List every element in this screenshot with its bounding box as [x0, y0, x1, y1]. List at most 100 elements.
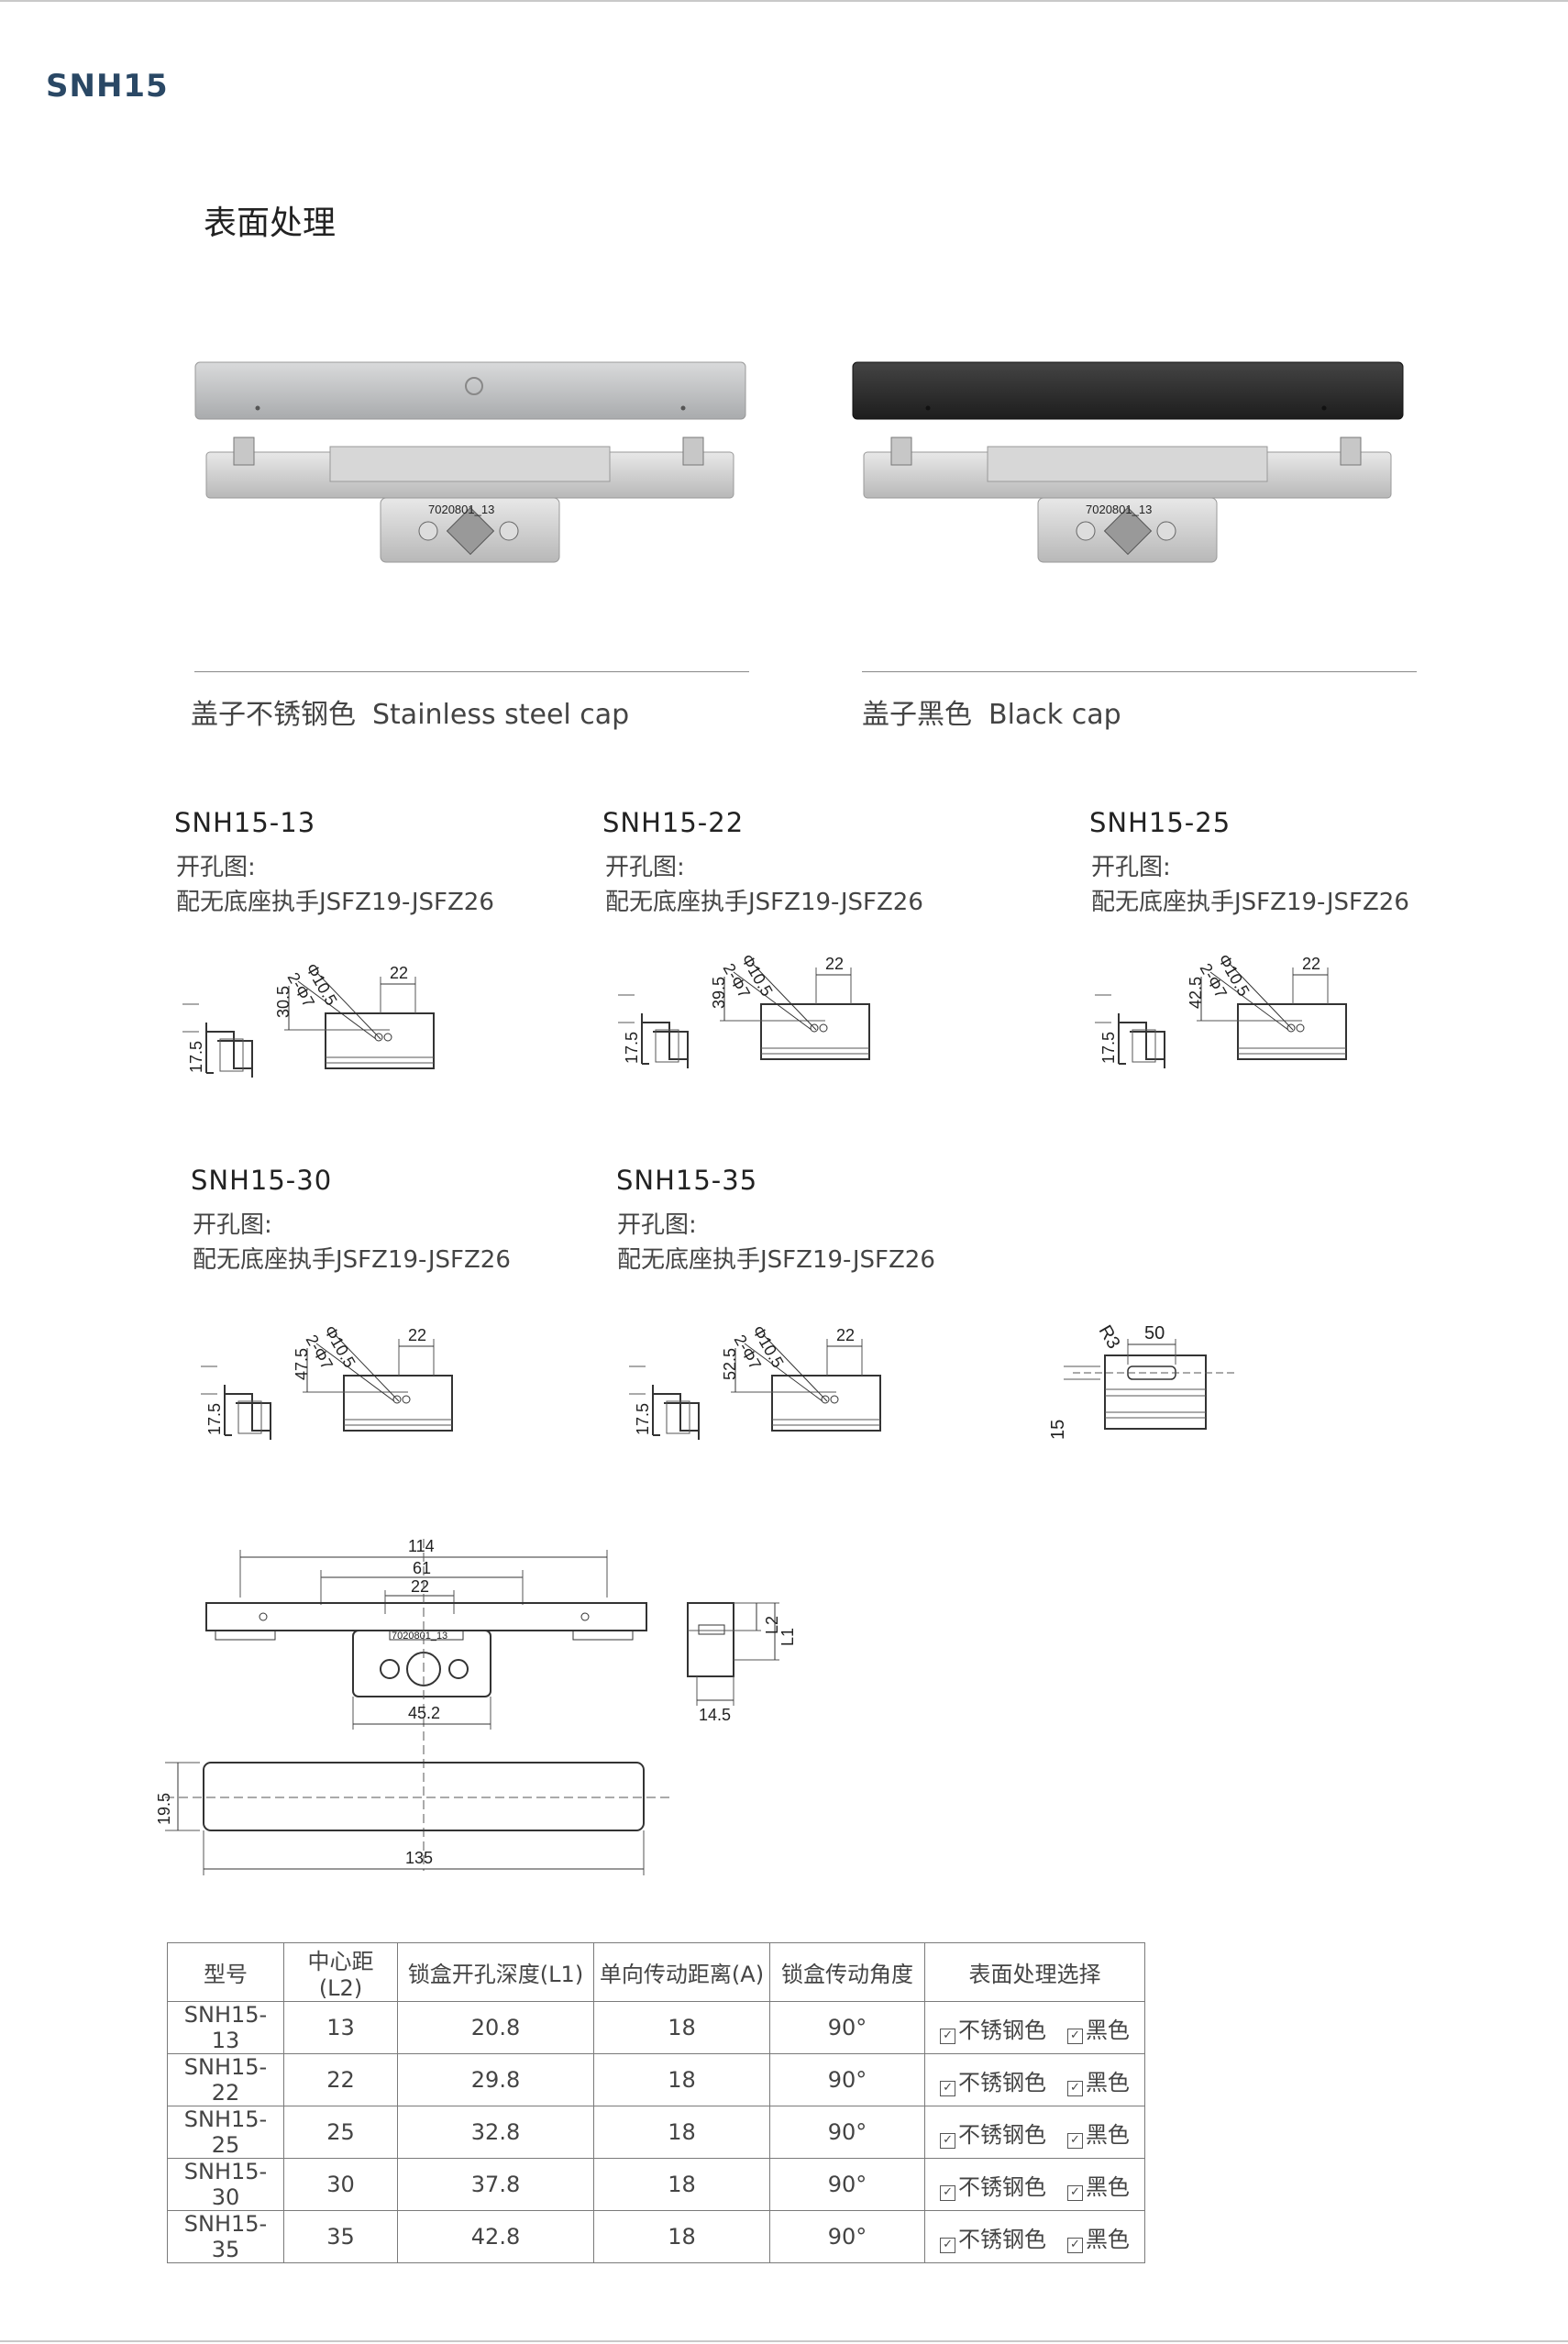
groove-drawing: 50 R3 15 [1048, 1322, 1238, 1440]
cell-model: SNH15-30 [167, 2158, 284, 2211]
cell-a: 18 [593, 2106, 770, 2159]
hole-drawing: 17.5 52.5 Φ10.5 2-Φ7 22 [629, 1322, 881, 1440]
col-header: 锁盒开孔深度(L1) [397, 1942, 594, 2002]
option-label: 不锈钢色 [958, 2069, 1047, 2095]
caption-en: Stainless steel cap [372, 699, 630, 731]
model-note: 开孔图:配无底座执手JSFZ19-JSFZ26 [176, 854, 494, 916]
cap-stainless [194, 361, 746, 420]
dim-b: 39.5 [710, 977, 728, 1009]
table-row: SNH15-25 25 32.8 18 90° ✓不锈钢色 ✓黑色 [167, 2106, 1145, 2159]
cell-model: SNH15-13 [167, 2001, 284, 2054]
model-title: SNH15-30 [191, 1165, 333, 1196]
dim-a: 17.5 [623, 1032, 641, 1064]
groove-w: 50 [1144, 1323, 1165, 1343]
col-header: 锁盒传动角度 [769, 1942, 925, 2002]
stamp-text: 7020801_13 [428, 503, 494, 516]
model-note: 开孔图:配无底座执手JSFZ19-JSFZ26 [1091, 854, 1409, 916]
dim-l2: L2 [763, 1616, 781, 1634]
dim-19: 19.5 [155, 1793, 173, 1825]
dim-a: 17.5 [205, 1403, 224, 1435]
table-row: SNH15-22 22 29.8 18 90° ✓不锈钢色 ✓黑色 [167, 2053, 1145, 2106]
checkbox-icon[interactable]: ✓ [1066, 2184, 1083, 2201]
caption-stainless: 盖子不锈钢色 Stainless steel cap [191, 691, 629, 732]
cell-a: 18 [593, 2210, 770, 2263]
caption-cn: 盖子不锈钢色 [191, 699, 356, 731]
cell-l2: 25 [283, 2106, 398, 2159]
brand-title: SNH15 [46, 68, 169, 105]
checkbox-icon[interactable]: ✓ [1066, 2132, 1083, 2149]
checkbox-icon[interactable]: ✓ [940, 2028, 956, 2044]
caption-cn: 盖子黑色 [862, 699, 972, 731]
dim-b: 47.5 [293, 1348, 311, 1380]
checkbox-icon[interactable]: ✓ [940, 2080, 956, 2096]
drawing-stamp: 7020801_13 [392, 1631, 447, 1642]
dim-w: 22 [408, 1326, 426, 1344]
model-note: 开孔图:配无底座执手JSFZ19-JSFZ26 [193, 1211, 511, 1274]
model-note: 开孔图:配无底座执手JSFZ19-JSFZ26 [605, 854, 923, 916]
option-label: 不锈钢色 [958, 2173, 1047, 2200]
dim-135: 135 [405, 1849, 433, 1867]
dim-w: 22 [836, 1326, 855, 1344]
option-label: 黑色 [1085, 2017, 1130, 2043]
hole-drawing: 17.5 30.5 Φ10.5 2-Φ7 22 [182, 960, 435, 1078]
table-header-row: 型号 中心距(L2) 锁盒开孔深度(L1) 单向传动距离(A) 锁盒传动角度 表… [167, 1942, 1145, 2002]
dim-14: 14.5 [699, 1706, 731, 1724]
dim-22: 22 [411, 1577, 429, 1596]
product-photo-stainless: 7020801_13 [194, 361, 746, 563]
option-label: 不锈钢色 [958, 2226, 1047, 2252]
groove-r: R3 [1095, 1322, 1124, 1353]
cell-options: ✓不锈钢色 ✓黑色 [924, 2158, 1145, 2211]
cell-l2: 30 [283, 2158, 398, 2211]
main-assembly-drawing: 114 61 22 7020801_13 45.2 L2 L1 14.5 19.… [155, 1537, 797, 1875]
cell-l1: 29.8 [397, 2053, 594, 2106]
option-label: 黑色 [1085, 2069, 1130, 2095]
dim-a: 17.5 [187, 1041, 205, 1073]
checkbox-icon[interactable]: ✓ [940, 2184, 956, 2201]
cell-angle: 90° [769, 2106, 925, 2159]
checkbox-icon[interactable]: ✓ [1066, 2080, 1083, 2096]
cell-l1: 32.8 [397, 2106, 594, 2159]
dim-b: 42.5 [1187, 977, 1205, 1009]
cell-l2: 13 [283, 2001, 398, 2054]
cell-model: SNH15-35 [167, 2210, 284, 2263]
option-label: 黑色 [1085, 2226, 1130, 2252]
table-row: SNH15-30 30 37.8 18 90° ✓不锈钢色 ✓黑色 [167, 2158, 1145, 2211]
cell-a: 18 [593, 2053, 770, 2106]
cell-angle: 90° [769, 2210, 925, 2263]
dim-l1: L1 [778, 1628, 797, 1646]
groove-h: 15 [1048, 1420, 1068, 1440]
cell-options: ✓不锈钢色 ✓黑色 [924, 2053, 1145, 2106]
hole-drawing: 17.5 47.5 Φ10.5 2-Φ7 22 [201, 1322, 453, 1440]
cell-l2: 35 [283, 2210, 398, 2263]
dim-a: 17.5 [634, 1403, 652, 1435]
checkbox-icon[interactable]: ✓ [1066, 2237, 1083, 2253]
model-title: SNH15-22 [602, 807, 745, 838]
checkbox-icon[interactable]: ✓ [1066, 2028, 1083, 2044]
cell-model: SNH15-22 [167, 2053, 284, 2106]
product-photo-black: 7020801_13 [852, 361, 1404, 563]
model-note: 开孔图:配无底座执手JSFZ19-JSFZ26 [617, 1211, 935, 1274]
section-title: 表面处理 [204, 205, 337, 242]
dim-114: 114 [408, 1537, 435, 1555]
spec-table: 型号 中心距(L2) 锁盒开孔深度(L1) 单向传动距离(A) 锁盒传动角度 表… [167, 1942, 1145, 2263]
dim-61: 61 [413, 1559, 431, 1577]
cell-angle: 90° [769, 2001, 925, 2054]
caption-rule [862, 671, 1417, 672]
checkbox-icon[interactable]: ✓ [940, 2132, 956, 2149]
col-header: 表面处理选择 [924, 1942, 1145, 2002]
dim-b: 30.5 [274, 986, 293, 1018]
option-label: 黑色 [1085, 2121, 1130, 2148]
dim-45: 45.2 [408, 1704, 440, 1722]
checkbox-icon[interactable]: ✓ [940, 2237, 956, 2253]
cell-angle: 90° [769, 2158, 925, 2211]
top-rule [0, 0, 1568, 2]
caption-rule [194, 671, 749, 672]
table-row: SNH15-13 13 20.8 18 90° ✓不锈钢色 ✓黑色 [167, 2001, 1145, 2054]
cell-a: 18 [593, 2158, 770, 2211]
cap-black [852, 361, 1404, 420]
model-title: SNH15-25 [1089, 807, 1231, 838]
dim-b: 52.5 [721, 1348, 739, 1380]
cell-a: 18 [593, 2001, 770, 2054]
cell-l1: 20.8 [397, 2001, 594, 2054]
table-row: SNH15-35 35 42.8 18 90° ✓不锈钢色 ✓黑色 [167, 2210, 1145, 2263]
